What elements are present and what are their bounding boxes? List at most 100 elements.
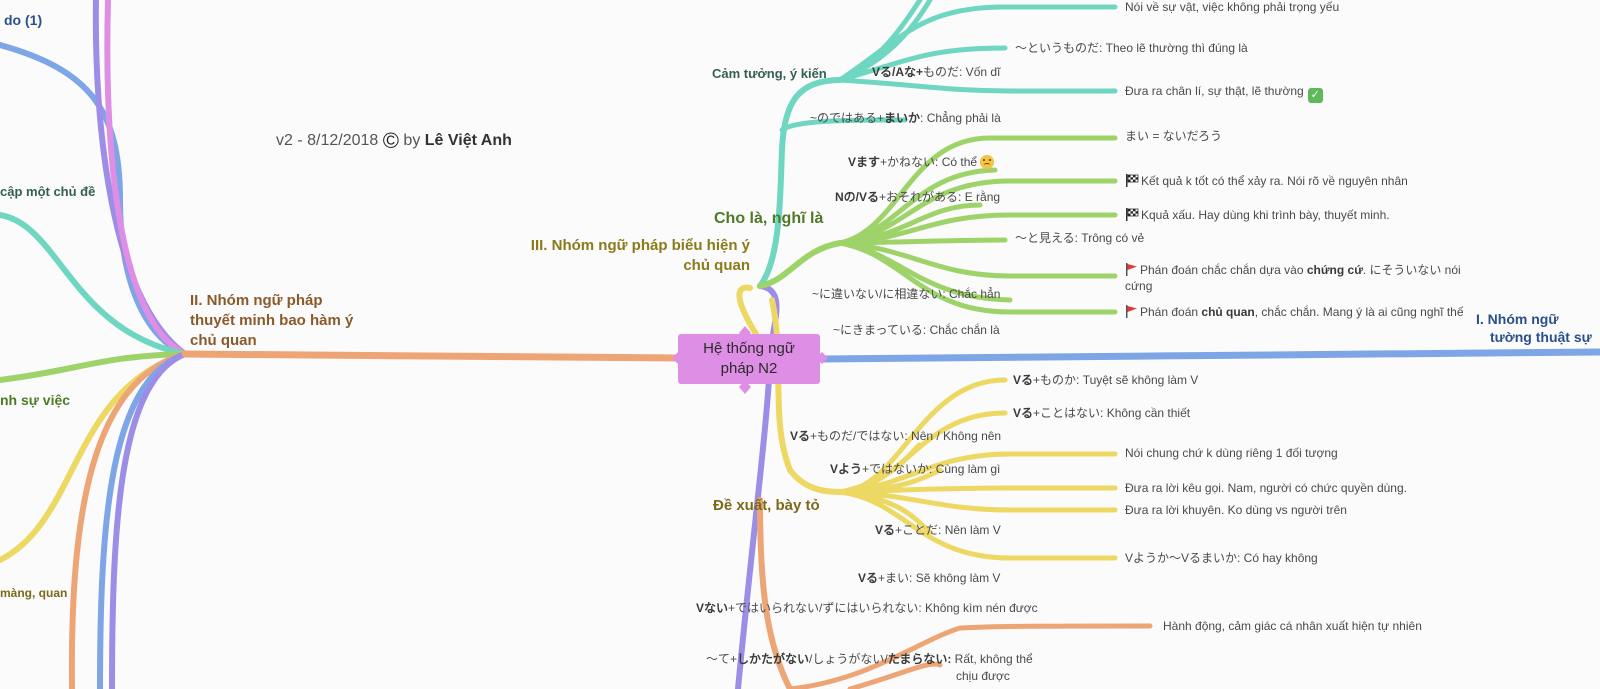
node-kotoda[interactable]: Vる+ことだ: Nên làm V (875, 523, 1001, 538)
node-phandoan1-d: cứng (1125, 279, 1153, 293)
node-monoda-dewanai[interactable]: Vる+ものだ/ではない: Nên / Không nên (790, 429, 1001, 444)
central-node-line2: pháp N2 (720, 360, 778, 377)
node-shikata-bold1: しかたがない (737, 652, 810, 666)
node-monoka[interactable]: Vる+ものか: Tuyệt sẽ không làm V (1013, 373, 1198, 388)
node-naide-pattern: Vない (696, 601, 729, 615)
branch-line-green-left (0, 351, 188, 383)
node-hanhdong[interactable]: Hành động, cảm giác cá nhân xuất hiện tự… (1163, 619, 1422, 633)
node-chan-li[interactable]: Đưa ra chân lí, sự thật, lẽ thường✓ (1125, 84, 1323, 103)
branch-line-orange-left (68, 351, 188, 689)
node-shikata-pre: ～て+ (706, 652, 738, 666)
node-ketqua-text: Kết quả k tốt có thể xảy ra. Nói rõ về n… (1141, 174, 1408, 188)
node-naide-meaning: +ではいられない/ずにはいられない: Không kìm nén được (728, 601, 1038, 615)
node-nodewa-pre: ~のではある+ (810, 111, 885, 125)
node-chigainai[interactable]: ~に違いない/に相違ない: Chắc hẳn (812, 287, 1001, 301)
node-nikimatte[interactable]: ~にきまっている: Chắc chắn là (833, 323, 1000, 337)
node-tomieru[interactable]: ～と見える: Trông có vẻ (1015, 231, 1145, 245)
branch-III-line1: III. Nhóm ngữ pháp biểu hiện ý (530, 237, 750, 254)
node-phandoan-chuquan[interactable]: Phán đoán chủ quan, chắc chắn. Mang ý là… (1125, 305, 1464, 320)
branch-III-label[interactable]: III. Nhóm ngữ pháp biểu hiện ý chủ quan (498, 236, 750, 276)
topic-cho-la[interactable]: Cho là, nghĩ là (714, 210, 824, 227)
node-toiumonoda[interactable]: ～というものだ: Theo lẽ thường thì đúng là (1015, 41, 1248, 55)
branch-III-line2: chủ quan (683, 257, 750, 274)
node-kotoda-meaning: +ことだ: Nên làm V (895, 523, 1001, 537)
node-kanenai[interactable]: Vます+かねない: Có thể (848, 155, 995, 170)
node-osore[interactable]: Nの/Vる+おそれがある: E rằng (835, 190, 1000, 205)
branch-I-line1: I. Nhóm ngữ (1476, 311, 1559, 327)
topic-cam-tuong[interactable]: Cảm tưởng, ý kiến (712, 66, 827, 81)
left-fragment-4[interactable]: màng, quan (0, 586, 68, 600)
green-trunk (757, 240, 843, 289)
node-youdewa[interactable]: Vよう+ではないか: Cùng làm gì (830, 462, 1000, 477)
node-kquaxau[interactable]: Kquả xấu. Hay dùng khi trình bày, thuyết… (1125, 208, 1390, 223)
central-node[interactable]: Hệ thống ngữ pháp N2 (678, 334, 820, 384)
node-kotowanai-meaning: +ことはない: Không cần thiết (1033, 406, 1191, 420)
sad-face-icon (980, 155, 995, 169)
branch-line-II (181, 350, 682, 362)
node-chan-li-text: Đưa ra chân lí, sự thật, lẽ thường (1125, 84, 1304, 98)
node-osore-meaning: +おそれがある: E rằng (879, 190, 1001, 204)
central-node-line1: Hệ thống ngữ (703, 340, 795, 357)
node-monoda2-meaning: +ものだ/ではない: Nên / Không nên (810, 429, 1002, 443)
left-fragment-3[interactable]: nh sự việc (0, 392, 71, 408)
node-monoda-pattern: Vる/Aな+ (872, 65, 924, 79)
node-kanenai-meaning: +かねない: Có thể (880, 155, 978, 169)
node-phandoan2-c: , chắc chắn. Mang ý là ai cũng nghĩ thế (1254, 305, 1464, 319)
node-monoda2-pattern: Vる (790, 429, 811, 443)
red-flag-icon (1126, 263, 1137, 276)
node-trong-yeu[interactable]: Nói về sự vật, việc không phải trọng yếu (1125, 0, 1340, 14)
left-fragment-2[interactable]: cập một chủ đề (0, 184, 96, 199)
teal-trunk (757, 77, 843, 289)
node-phandoan-chungcu[interactable]: Phán đoán chắc chắn dựa vào chứng cứ. にそ… (1125, 262, 1461, 294)
node-mai[interactable]: まい = ないだろう (1125, 129, 1222, 143)
version-label: v2 - 8/12/2018 (276, 132, 379, 149)
node-mai2[interactable]: Vる+まい: Sẽ không làm V (858, 571, 1000, 586)
node-phandoan1-c: . にそういない nói (1362, 263, 1461, 277)
node-khuyen[interactable]: Đưa ra lời khuyên. Ko dùng vs người trên (1125, 503, 1347, 517)
branch-line-III-yellow (736, 284, 759, 337)
branch-II-label[interactable]: II. Nhóm ngữ pháp thuyết minh bao hàm ý … (190, 291, 353, 351)
node-monoda[interactable]: Vる/Aな+ものだ: Vốn dĩ (872, 65, 1000, 80)
branch-line-pink-left-top (104, 0, 188, 357)
node-nodewa[interactable]: ~のではある+まいか: Chẳng phải là (810, 111, 1001, 126)
left-fragment-1[interactable]: do (1) (4, 12, 43, 28)
node-monoka-meaning: +ものか: Tuyệt sẽ không làm V (1033, 373, 1199, 387)
node-youka[interactable]: Vようか～Vるまいか: Có hay không (1125, 551, 1318, 565)
topic-de-xuat[interactable]: Đề xuất, bày tỏ (713, 497, 820, 514)
checkered-flag-icon (1126, 174, 1139, 187)
node-phandoan1-a: Phán đoán chắc chắn dựa vào (1140, 263, 1307, 277)
branch-I-line2: tường thuật sự (1490, 329, 1592, 345)
branch-II-line3: chủ quan (190, 332, 257, 349)
branch-II-line1: II. Nhóm ngữ pháp (190, 292, 323, 309)
branch-line-teal-left (0, 212, 188, 357)
node-kanenai-pattern: Vます (848, 155, 881, 169)
node-phandoan1-b: chứng cứ (1306, 263, 1363, 277)
node-kotowanai[interactable]: Vる+ことはない: Không cần thiết (1013, 406, 1190, 421)
node-kquaxau-text: Kquả xấu. Hay dùng khi trình bày, thuyết… (1141, 208, 1390, 222)
branch-line-blue-left (0, 42, 188, 357)
node-mai2-pattern: Vる (858, 571, 879, 585)
node-noichung[interactable]: Nói chung chứ k dùng riêng 1 đối tượng (1125, 446, 1338, 460)
branch-line-purple-left-bottom (109, 351, 188, 689)
node-naide[interactable]: Vない+ではいられない/ずにはいられない: Không kìm nén được (696, 601, 1038, 616)
branch-I-label[interactable]: I. Nhóm ngữ tường thuật sự (1476, 310, 1592, 346)
branch-line-I (816, 348, 1600, 363)
node-phandoan2-a: Phán đoán (1140, 305, 1202, 319)
node-shikata-mid: /しょうがない/ (809, 652, 888, 666)
red-flag-icon (1126, 305, 1137, 318)
node-youdewa-pattern: Vよう (830, 462, 863, 476)
author-name: Lê Việt Anh (424, 132, 512, 149)
node-kotowanai-pattern: Vる (1013, 406, 1034, 420)
branch-line-orange-center (757, 497, 793, 689)
node-phandoan2-b: chủ quan (1201, 305, 1255, 319)
node-monoka-pattern: Vる (1013, 373, 1034, 387)
node-monoda-meaning: ものだ: Vốn dĩ (923, 65, 1001, 79)
node-keugoi[interactable]: Đưa ra lời kêu gọi. Nam, người có chức q… (1125, 481, 1407, 495)
node-ketqua[interactable]: Kết quả k tốt có thể xảy ra. Nói rõ về n… (1125, 174, 1408, 189)
node-shikata-meaning: Rất, không thể (951, 652, 1033, 666)
node-mai2-meaning: +まい: Sẽ không làm V (878, 571, 1001, 585)
branch-II-line2: thuyết minh bao hàm ý (190, 312, 354, 329)
credit-line: v2 - 8/12/2018 © by Lê Việt Anh (276, 128, 512, 154)
